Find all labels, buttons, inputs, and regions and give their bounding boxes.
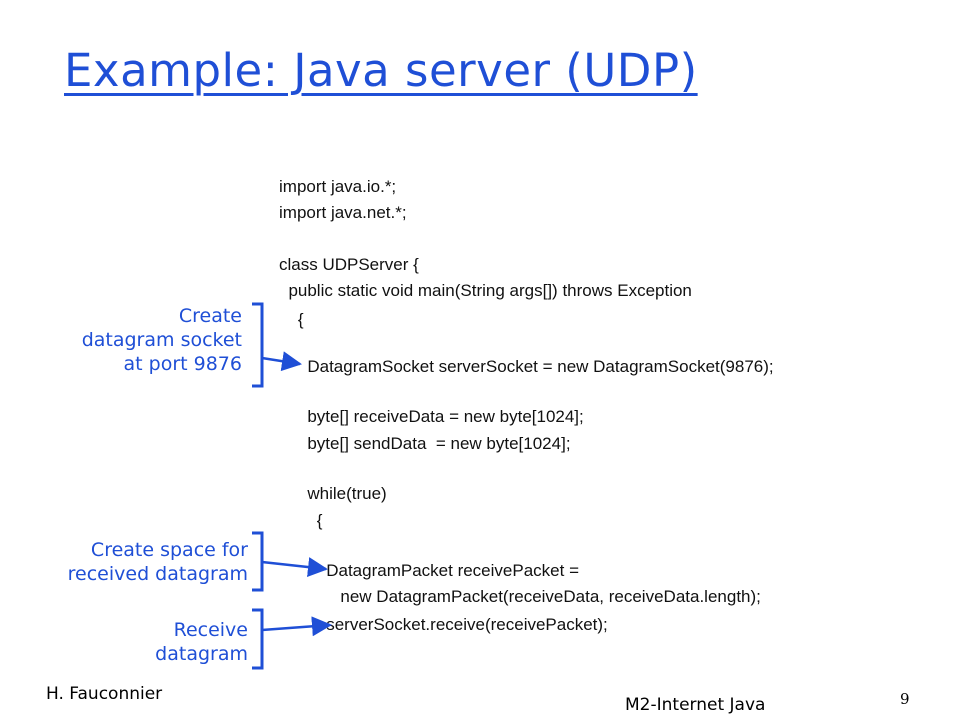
code-line: public static void main(String args[]) t… (279, 281, 692, 300)
annotation-line: received datagram (67, 563, 248, 585)
code-line: class UDPServer { (279, 255, 419, 274)
footer-author: H. Fauconnier (46, 684, 163, 704)
bracket-receive (252, 608, 264, 670)
arrow-socket (261, 351, 302, 372)
annotation-create-socket: Create datagram socket at port 9876 (82, 304, 242, 376)
annotation-line: Create space for (90, 539, 248, 561)
annotation-line: at port 9876 (123, 353, 242, 375)
code-line: while(true) (279, 484, 387, 503)
arrow-space (261, 557, 328, 577)
bracket-space (252, 531, 264, 592)
code-line: new DatagramPacket(receiveData, receiveD… (279, 587, 761, 606)
code-line: DatagramSocket serverSocket = new Datagr… (279, 357, 774, 376)
code-line: serverSocket.receive(receivePacket); (279, 615, 608, 634)
page-number: 9 (900, 690, 910, 708)
code-line: { (279, 310, 304, 329)
code-line: import java.io.*; (279, 177, 397, 196)
annotation-line: Create (178, 305, 242, 327)
code-line: byte[] receiveData = new byte[1024]; (279, 407, 584, 426)
arrow-receive (261, 616, 332, 637)
code-line: DatagramPacket receivePacket = (279, 561, 579, 580)
slide-title: Example: Java server (UDP) (64, 44, 698, 97)
annotation-line: Receive (173, 619, 248, 641)
code-line: byte[] sendData = new byte[1024]; (279, 434, 571, 453)
annotation-line: datagram socket (81, 329, 242, 351)
footer-course: M2-Internet Java (625, 695, 766, 715)
annotation-create-space: Create space for received datagram (68, 538, 248, 586)
bracket-socket (252, 302, 264, 388)
code-line: { (279, 511, 323, 530)
annotation-receive: Receive datagram (155, 618, 248, 666)
code-line: import java.net.*; (279, 203, 407, 222)
annotation-line: datagram (155, 643, 248, 665)
